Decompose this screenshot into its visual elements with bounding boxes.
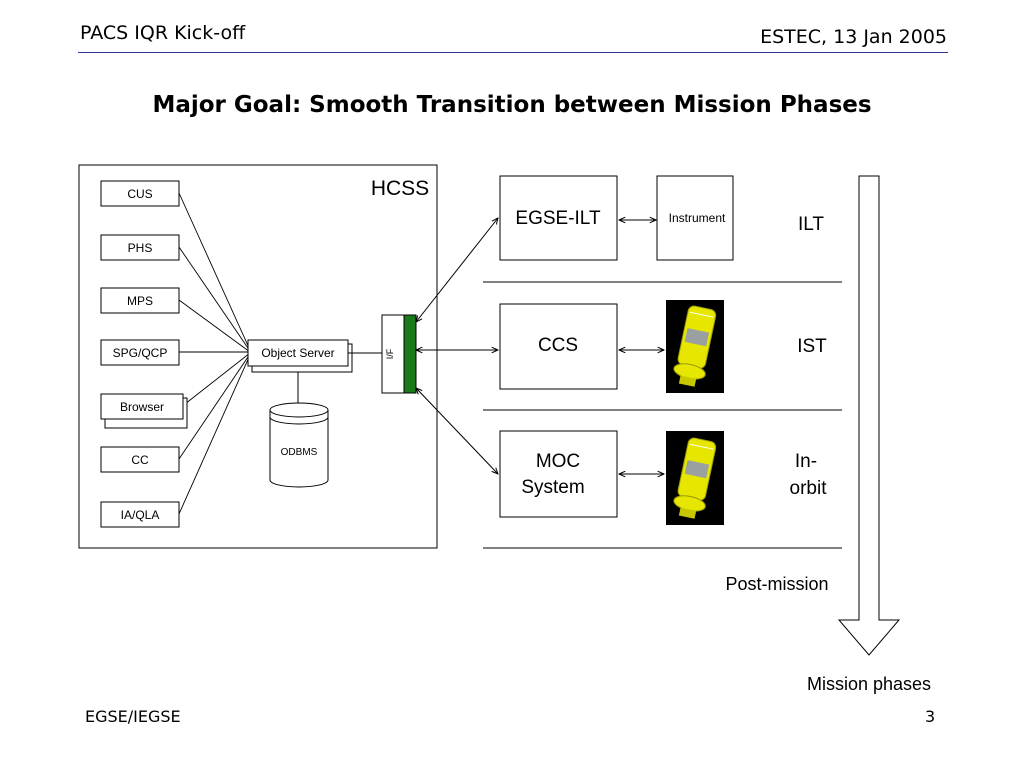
module-spg-qcp: SPG/QCP [100,339,180,366]
module-connectors [178,192,251,515]
module-label: PHS [128,241,153,255]
mission-phases-arrow [837,175,901,656]
egse-ilt-box [499,175,618,261]
phase-label-inorbit-line2: orbit [790,478,828,499]
hcss-label: HCSS [371,177,429,200]
moc-label-line2: System [521,477,584,498]
module-label: Browser [120,400,164,414]
phase-label-ilt: ILT [798,214,824,235]
module-cc: CC [100,446,180,473]
module-label: CUS [127,187,152,201]
module-phs: PHS [100,234,180,261]
phase-label-ist: IST [797,336,827,357]
egse-ilt-label: EGSE-ILT [515,208,601,229]
arrow-if-egse [416,218,498,322]
header-right: ESTEC, 13 Jan 2005 [760,26,947,48]
interface-block: I/F [381,314,417,394]
interface-bar [403,314,417,394]
module-label: MPS [127,294,153,308]
instrument-box [656,175,734,261]
module-cus: CUS [100,180,180,207]
ccs-label: CCS [538,335,578,356]
phase-label-post-mission: Post-mission [725,574,828,594]
moc-box [499,430,618,518]
object-server-label: Object Server [261,346,334,360]
module-label: CC [131,453,149,467]
slide-title: Major Goal: Smooth Transition between Mi… [152,92,872,118]
module-label: IA/QLA [121,508,160,522]
instrument-label: Instrument [669,211,726,225]
header-left: PACS IQR Kick-off [80,22,246,44]
module-label: SPG/QCP [113,346,168,360]
module-ia-qla: IA/QLA [100,501,180,528]
object-server: Object Server [247,339,353,373]
spacecraft-image-inorbit [666,431,724,525]
ccs-box [499,303,618,390]
page-number: 3 [925,707,936,726]
interface-label: I/F [385,348,395,359]
arrow-if-moc [416,388,498,474]
footer-left: EGSE/IEGSE [85,707,181,726]
module-browser: Browser [100,393,188,429]
odbms-label: ODBMS [281,447,318,458]
spacecraft-image-ist [666,300,724,393]
moc-label-line1: MOC [536,451,580,472]
hcss-container [78,164,438,549]
phase-label-inorbit-line1: In- [795,451,817,472]
mission-phases-label: Mission phases [807,674,931,694]
module-mps: MPS [100,287,180,314]
odbms-database: ODBMS [269,402,329,488]
header-divider [78,52,948,53]
